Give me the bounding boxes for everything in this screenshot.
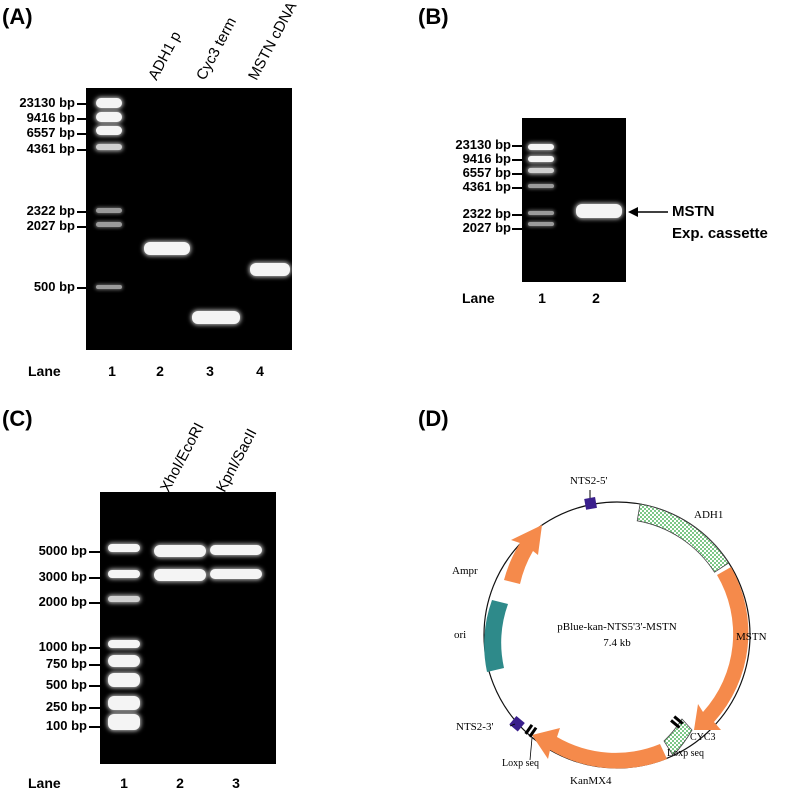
kanmx4-arrow [532, 728, 667, 769]
ampr-arrow [504, 525, 542, 584]
mstn-cassette-band [576, 204, 622, 218]
marker-label: 2322 bp [26, 203, 75, 218]
panel-a-label: (A) [2, 4, 33, 29]
marker-label: 6557 bp [462, 165, 511, 180]
lane-number: 3 [232, 775, 240, 791]
lane-header-mstn: MSTN cDNA [244, 0, 301, 84]
marker-label: 9416 bp [26, 110, 75, 125]
ladder-band [528, 222, 554, 226]
marker-label: 23130 bp [455, 137, 511, 152]
marker-label: 5000 bp [38, 543, 87, 558]
lane-number: 2 [592, 290, 600, 306]
lane-number: 2 [156, 363, 164, 379]
adh1-segment [636, 503, 730, 573]
kpni-band-lower [210, 569, 262, 579]
label-loxp-right: Loxp seq [667, 748, 704, 759]
lane-header-adh1: ADH1 p [144, 28, 185, 83]
lane-header-cyc3: Cyc3 term [192, 14, 241, 83]
lane-number: 3 [206, 363, 214, 379]
mstn-annotation: MSTN [672, 203, 715, 220]
marker-label: 2000 bp [38, 594, 87, 609]
label-cyc3: CYC3 [690, 732, 716, 743]
lane-number: 1 [538, 290, 546, 306]
marker-label: 2027 bp [26, 218, 75, 233]
ladder-band [96, 126, 122, 135]
ladder-band [108, 673, 140, 687]
marker-label: 6557 bp [26, 125, 75, 140]
marker-label: 100 bp [45, 718, 87, 733]
ladder-band [108, 696, 140, 710]
label-loxp-left: Loxp seq [502, 758, 539, 769]
mstn-annotation: Exp. cassette [672, 225, 768, 242]
lane-header-xhoi: XhoI/EcoRI [156, 420, 208, 495]
label-mstn: MSTN [736, 631, 767, 643]
kpni-band-upper [210, 545, 262, 555]
marker-label: 250 bp [45, 699, 87, 714]
panel-d-label: (D) [418, 406, 449, 431]
cyc3-band [192, 311, 240, 324]
marker-label: 9416 bp [462, 151, 511, 166]
plasmid-size: 7.4 kb [603, 637, 631, 649]
lane-title: Lane [28, 775, 61, 791]
marker-label: 500 bp [33, 279, 75, 294]
plasmid-name: pBlue-kan-NTS5'3'-MSTN [557, 621, 677, 633]
ladder-band [96, 144, 122, 150]
label-adh1: ADH1 [694, 509, 723, 521]
gel-a [86, 88, 292, 350]
ladder-band [96, 208, 122, 213]
panel-c-label: (C) [2, 406, 33, 431]
gel-c [100, 492, 276, 764]
loxp-right-marker [670, 715, 684, 729]
xhoi-band-upper [154, 545, 206, 557]
arrow-icon [628, 207, 668, 217]
ladder-band [528, 144, 554, 150]
ladder-band [108, 655, 140, 667]
marker-label: 2322 bp [462, 206, 511, 221]
adh1-band [144, 242, 190, 255]
label-nts2-5: NTS2-5' [570, 475, 607, 487]
loxp-left-marker [524, 723, 538, 738]
marker-label: 3000 bp [38, 569, 87, 584]
marker-label: 750 bp [45, 656, 87, 671]
xhoi-band-lower [154, 569, 206, 581]
ori-segment [484, 600, 508, 672]
marker-label: 4361 bp [26, 141, 75, 156]
ladder-band [528, 156, 554, 162]
ladder-band [96, 222, 122, 227]
lane-title: Lane [28, 363, 61, 379]
ladder-band [108, 544, 140, 552]
lane-number: 2 [176, 775, 184, 791]
mstn-cdna-band [250, 263, 290, 276]
marker-label: 500 bp [45, 677, 87, 692]
lane-title: Lane [462, 290, 495, 306]
lane-number: 1 [120, 775, 128, 791]
ladder-band [108, 596, 140, 602]
ladder-band [96, 112, 122, 122]
lane-header-kpni: KpnI/SacII [212, 425, 261, 495]
label-ampr: Ampr [452, 565, 478, 577]
label-ori: ori [454, 629, 466, 641]
label-nts2-3: NTS2-3' [456, 721, 493, 733]
nts2-5-marker [584, 497, 597, 510]
plasmid-map: NTS2-5' ADH1 MSTN CYC3 Loxp seq KanMX4 L… [452, 475, 767, 787]
ladder-band [528, 168, 554, 173]
lane-number: 1 [108, 363, 116, 379]
marker-label: 23130 bp [19, 95, 75, 110]
ladder-band [96, 98, 122, 108]
ladder-band [108, 570, 140, 578]
marker-label: 2027 bp [462, 220, 511, 235]
panel-b-label: (B) [418, 4, 449, 29]
gel-b [522, 118, 626, 282]
ladder-band [528, 184, 554, 188]
ladder-band [108, 640, 140, 648]
label-kanmx4: KanMX4 [570, 775, 612, 787]
nts2-3-marker [509, 715, 525, 732]
ladder-band [528, 211, 554, 215]
marker-label: 1000 bp [38, 639, 87, 654]
marker-label: 4361 bp [462, 179, 511, 194]
mstn-arrow [694, 567, 749, 730]
ladder-band [108, 714, 140, 730]
ladder-band [96, 285, 122, 289]
lane-number: 4 [256, 363, 264, 379]
